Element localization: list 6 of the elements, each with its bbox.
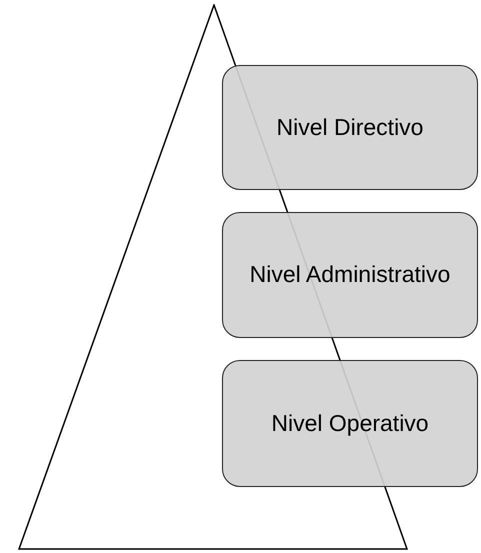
level-label: Nivel Operativo: [270, 410, 430, 438]
level-label: Nivel Administrativo: [248, 261, 452, 289]
level-label: Nivel Directivo: [276, 114, 424, 142]
level-box: [222, 212, 478, 338]
level-box: [222, 360, 478, 487]
level-box: [222, 65, 478, 190]
